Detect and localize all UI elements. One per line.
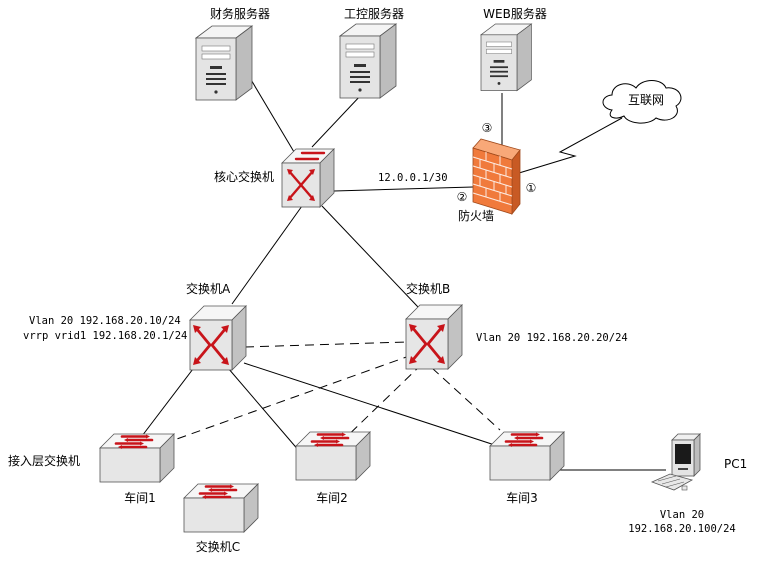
switch-b-label: 交换机B (406, 281, 450, 296)
link-core-switch-b (321, 205, 419, 308)
pc1-vlan: Vlan 20 (660, 509, 704, 521)
firewall-port-1: ① (526, 181, 537, 195)
core-switch[interactable]: 核心交换机 (214, 147, 336, 209)
workshop1-label: 车间1 (124, 490, 156, 505)
server-icon (480, 23, 532, 92)
finance-server[interactable]: 财务服务器 (195, 6, 270, 101)
firewall-icon (472, 138, 521, 216)
switch-a[interactable]: 交换机A Vlan 20 192.168.20.10/24 vrrp vrid1… (23, 281, 248, 372)
web-server[interactable]: WEB服务器 (480, 6, 547, 92)
switch-c[interactable]: 交换机C (182, 482, 260, 554)
internet-label: 互联网 (628, 93, 664, 107)
firewall-port-2: ② (457, 190, 468, 204)
switch-c-label: 交换机C (196, 539, 240, 554)
link-core-firewall (333, 186, 474, 192)
switch-icon (188, 304, 248, 372)
firewall-port-3: ③ (482, 121, 493, 135)
firewall[interactable]: 防火墙 ③ ② ① (457, 121, 537, 223)
workshop3-label: 车间3 (506, 490, 538, 505)
core-firewall-ip-label: 12.0.0.1/30 (378, 172, 448, 184)
server-icon (339, 23, 397, 99)
pc1-ip: 192.168.20.100/24 (628, 523, 735, 535)
switch-icon (294, 430, 372, 482)
control-server-label: 工控服务器 (344, 6, 404, 21)
switch-b-vlan-note: Vlan 20 192.168.20.20/24 (476, 332, 628, 344)
switch-icon (182, 482, 260, 534)
switch-a-vrrp-note: vrrp vrid1 192.168.20.1/24 (23, 330, 187, 342)
web-server-label: WEB服务器 (483, 6, 547, 21)
pc1-label: PC1 (724, 457, 747, 471)
link-finance-core (249, 77, 301, 163)
solid-links (141, 77, 666, 471)
switch-a-vlan-note: Vlan 20 192.168.20.10/24 (29, 315, 181, 327)
link-firewall-internet (518, 117, 623, 174)
switch-icon (280, 147, 336, 209)
finance-server-label: 财务服务器 (210, 6, 270, 21)
switch-icon (98, 432, 176, 484)
core-switch-label: 核心交换机 (214, 169, 274, 184)
switch-a-label: 交换机A (186, 281, 231, 296)
pc1[interactable]: PC1 Vlan 20 192.168.20.100/24 (628, 433, 747, 535)
access-layer-label: 接入层交换机 (8, 453, 80, 468)
control-server[interactable]: 工控服务器 (339, 6, 404, 99)
switch-b[interactable]: 交换机B Vlan 20 192.168.20.20/24 (404, 281, 628, 371)
link-a-workshop1 (141, 364, 197, 437)
switch-icon (404, 303, 464, 371)
link-a-workshop3 (243, 362, 511, 451)
link-control-core (311, 93, 363, 148)
pc-icon (650, 433, 701, 491)
internet-cloud[interactable]: 互联网 (602, 80, 682, 124)
link-a-b-dashed (244, 341, 407, 348)
firewall-label: 防火墙 (458, 208, 494, 223)
dashed-links (159, 341, 501, 446)
switch-icon (488, 430, 566, 482)
link-a-workshop2 (227, 367, 301, 453)
link-b-workshop2-dashed (337, 363, 423, 446)
link-core-switch-a (231, 205, 303, 305)
link-b-workshop3-dashed (431, 367, 501, 431)
cloud-icon (602, 80, 682, 124)
server-icon (195, 25, 253, 101)
workshop2-label: 车间2 (316, 490, 348, 505)
workshop3-switch[interactable]: 车间3 (488, 430, 566, 505)
workshop2-switch[interactable]: 车间2 (294, 430, 372, 505)
workshop1-switch[interactable]: 车间1 (98, 432, 176, 505)
